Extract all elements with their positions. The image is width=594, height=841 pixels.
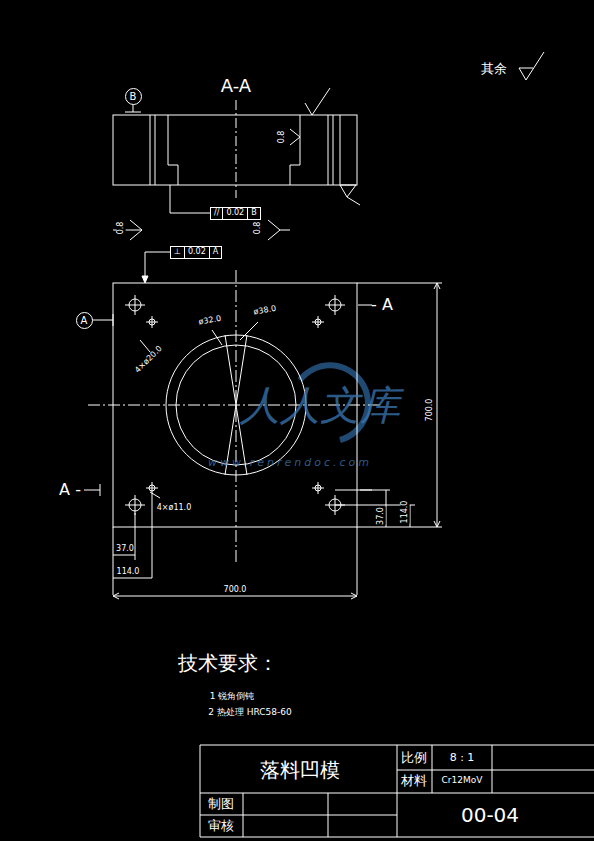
frame-text: 0.02 bbox=[184, 247, 209, 258]
requirements-title: 技术要求： bbox=[178, 652, 278, 674]
table-cell: 制图 bbox=[208, 797, 234, 811]
table-cell: 审核 bbox=[208, 819, 234, 833]
table-cell: 比例 bbox=[401, 751, 427, 765]
frame-text: B bbox=[247, 208, 260, 219]
roughness-value: 0.8 bbox=[254, 222, 263, 235]
frame-text: 0.02 bbox=[222, 208, 247, 219]
dimension: 700.0 bbox=[426, 399, 435, 422]
dimension: 37.0 bbox=[116, 545, 134, 554]
table-cell: Cr12MoV bbox=[442, 776, 483, 786]
table-cell: 8 : 1 bbox=[450, 752, 475, 764]
roughness-symbols bbox=[113, 52, 544, 240]
dimension: 700.0 bbox=[224, 586, 247, 595]
tolerance-frame: //0.02B bbox=[210, 207, 261, 220]
drawing-number: 00-04 bbox=[461, 804, 519, 826]
frame-text: A bbox=[81, 315, 88, 326]
part-name: 落料凹模 bbox=[260, 759, 340, 781]
datum-leaders bbox=[92, 104, 210, 326]
section-mark: - A bbox=[371, 296, 393, 314]
dimension: 114.0 bbox=[401, 501, 410, 524]
watermark: 人人文库 bbox=[240, 383, 400, 427]
tolerance-frame: ⊥0.02A bbox=[170, 246, 222, 259]
frame-text: A bbox=[209, 247, 221, 258]
view-title: A-A bbox=[221, 76, 251, 96]
section-view bbox=[113, 100, 357, 198]
requirement: 1 锐角倒钝 bbox=[210, 692, 255, 702]
frame-text: B bbox=[130, 91, 137, 102]
requirement: 2 热处理 HRC58-60 bbox=[208, 708, 291, 718]
dimension: ø32.0 bbox=[198, 315, 222, 328]
title-block bbox=[200, 745, 594, 837]
dimension: 37.0 bbox=[377, 507, 386, 525]
dimension: 4×ø20.0 bbox=[134, 345, 165, 376]
table-cell: 材料 bbox=[401, 774, 427, 788]
dimension: ø38.0 bbox=[253, 305, 277, 318]
watermark: www.renrendoc.com bbox=[208, 457, 372, 469]
dimension: 4×ø11.0 bbox=[157, 504, 192, 513]
roughness-value: 0.8 bbox=[278, 131, 287, 144]
datum-symbol: A bbox=[76, 312, 93, 329]
roughness-value: 0.8 bbox=[117, 222, 126, 235]
section-mark: A - bbox=[59, 481, 81, 499]
datum-symbol: B bbox=[125, 88, 142, 105]
note: 其余 bbox=[481, 62, 507, 76]
dimension: 114.0 bbox=[117, 568, 140, 577]
dimension-lines bbox=[113, 283, 442, 599]
frame-text: ⊥ bbox=[171, 247, 184, 258]
frame-text: // bbox=[211, 208, 222, 219]
